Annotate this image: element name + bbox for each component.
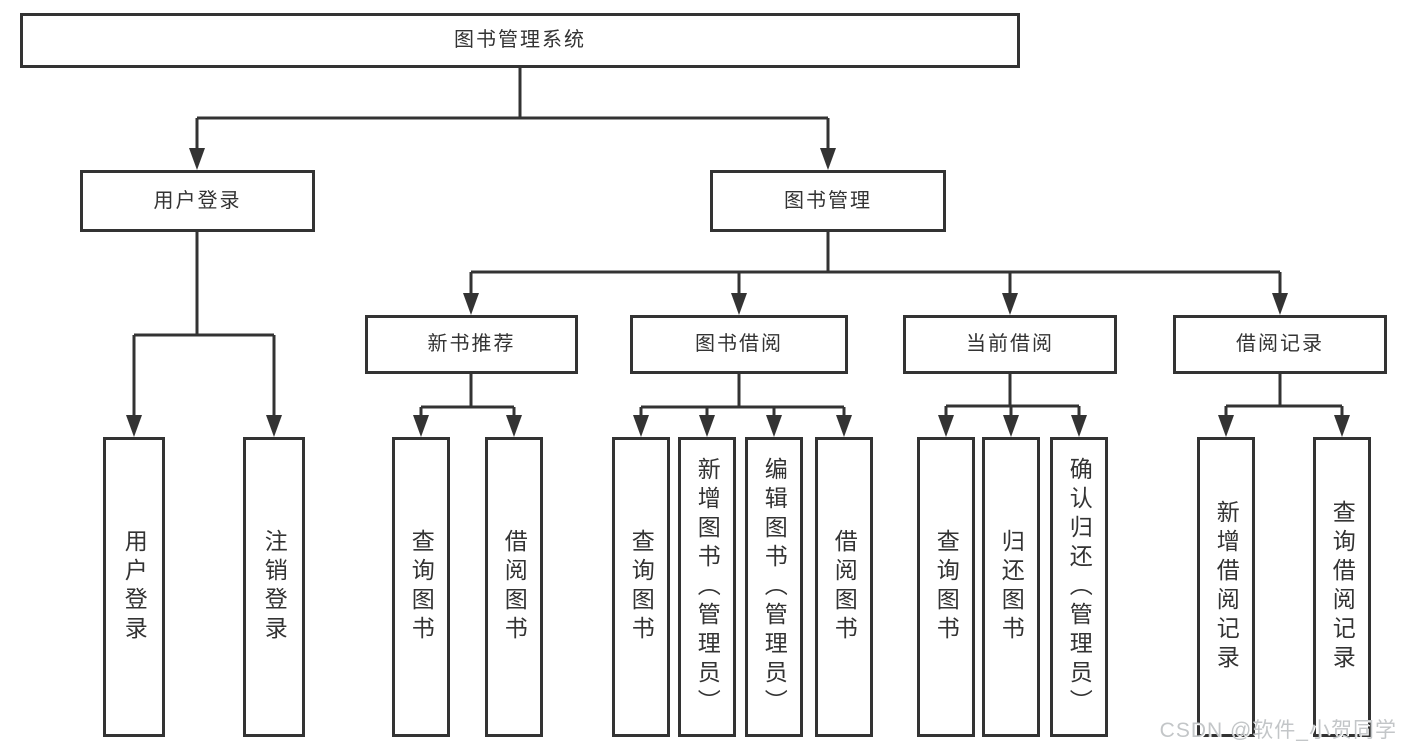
csdn-watermark: CSDN @软件_小贺同学 <box>1159 719 1397 742</box>
leaf-current-return: 归还图书 <box>982 437 1040 737</box>
leaf-current-query: 查询图书 <box>917 437 975 737</box>
leaf-user-login: 用户登录 <box>103 437 165 737</box>
node-root: 图书管理系统 <box>20 13 1020 68</box>
node-book-management: 图书管理 <box>710 170 946 232</box>
leaf-bookborrow-add: 新增图书（管理员） <box>678 437 736 737</box>
leaf-bookborrow-edit: 编辑图书（管理员） <box>745 437 803 737</box>
leaf-newbook-borrow: 借阅图书 <box>485 437 543 737</box>
leaf-newbook-query: 查询图书 <box>392 437 450 737</box>
node-borrow-record: 借阅记录 <box>1173 315 1387 374</box>
leaf-bookborrow-borrow: 借阅图书 <box>815 437 873 737</box>
leaf-record-add: 新增借阅记录 <box>1197 437 1255 737</box>
leaf-bookborrow-query: 查询图书 <box>612 437 670 737</box>
arrowheads <box>126 148 1350 437</box>
leaf-logout: 注销登录 <box>243 437 305 737</box>
node-new-book-recommend: 新书推荐 <box>365 315 578 374</box>
node-current-borrow: 当前借阅 <box>903 315 1117 374</box>
node-user-login: 用户登录 <box>80 170 315 232</box>
leaf-current-confirm: 确认归还（管理员） <box>1050 437 1108 737</box>
leaf-record-query: 查询借阅记录 <box>1313 437 1371 737</box>
node-book-borrow: 图书借阅 <box>630 315 848 374</box>
